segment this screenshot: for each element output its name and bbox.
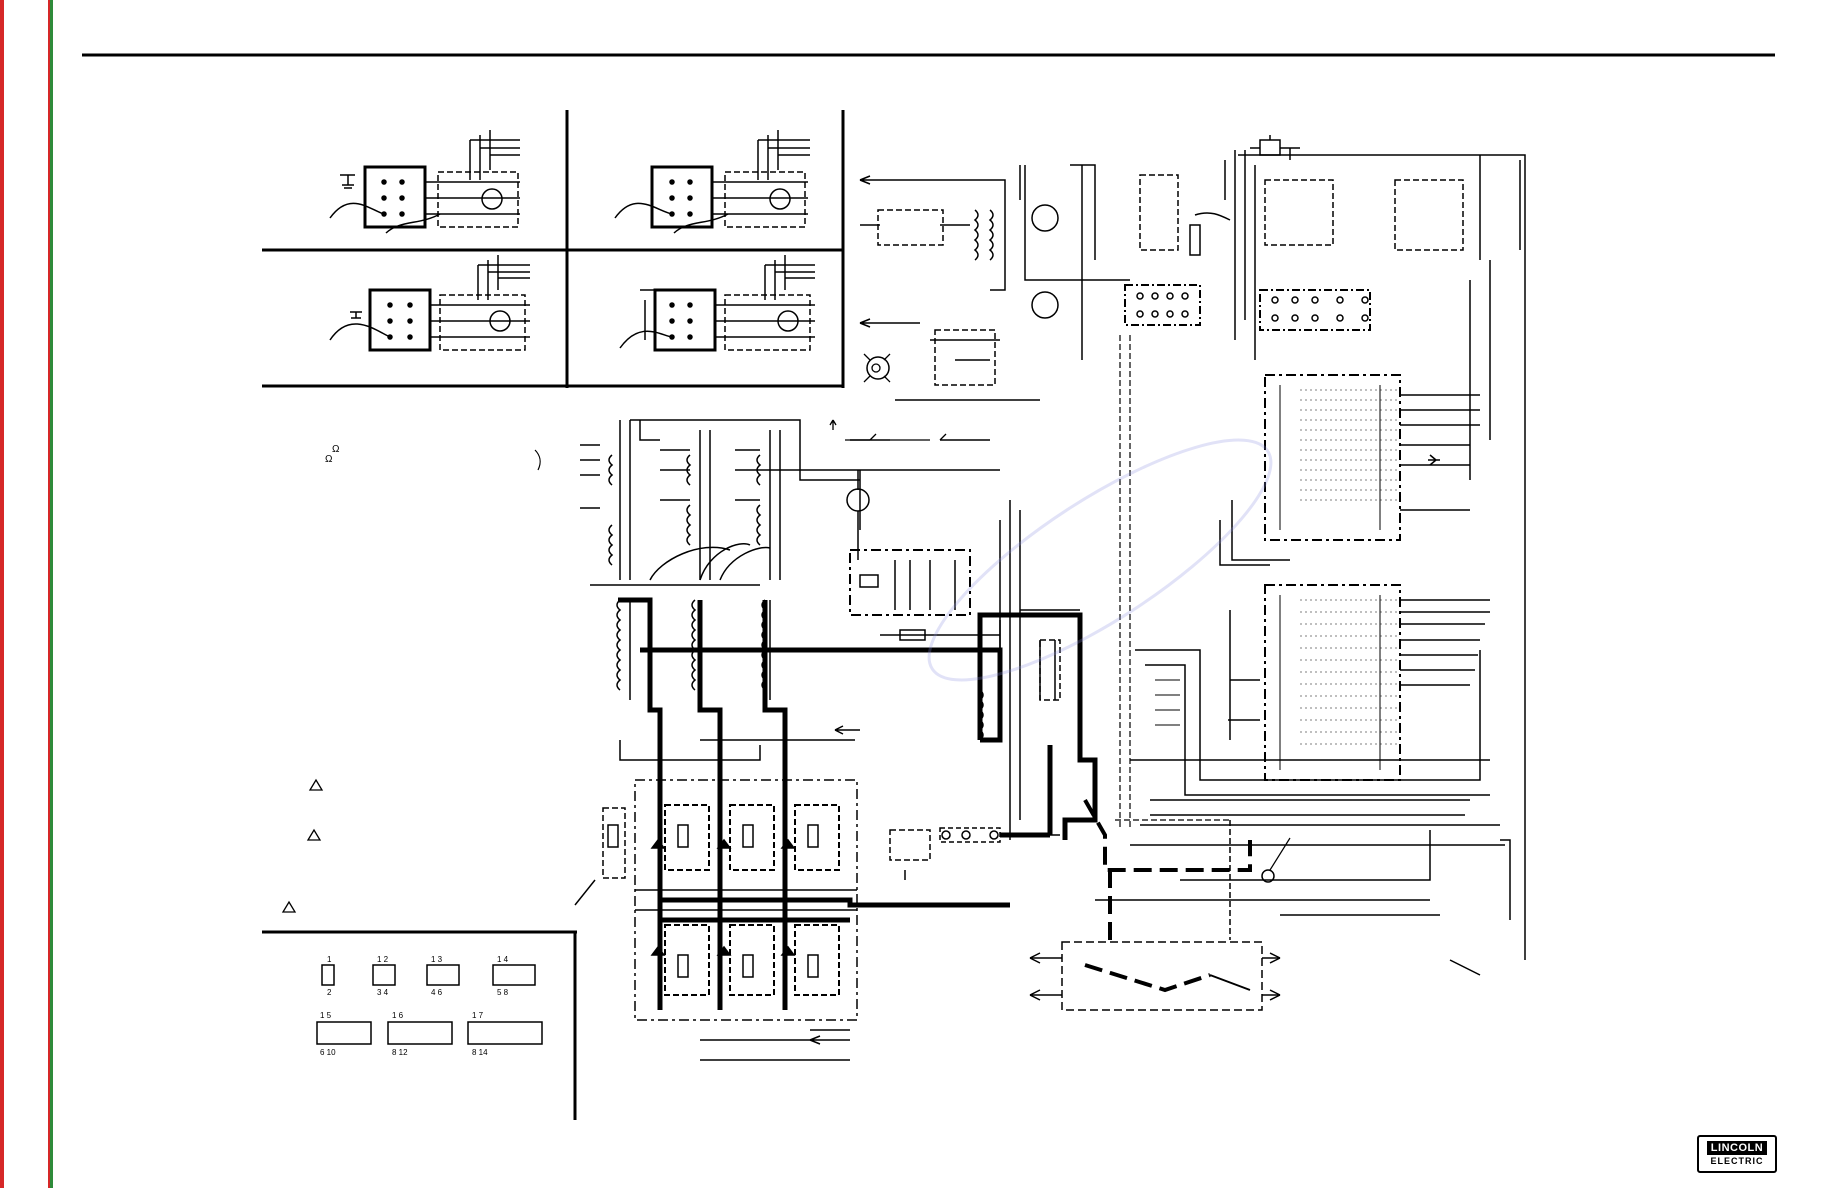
pin-10-top: 1 5: [320, 1011, 332, 1020]
ohm-symbol-1: Ω: [332, 444, 340, 455]
logo-bottom-text: ELECTRIC: [1710, 1156, 1764, 1166]
logo-top-text: LINCOLN: [1706, 1141, 1768, 1155]
lincoln-electric-logo: LINCOLN ELECTRIC: [1697, 1135, 1777, 1173]
pin-6-top: 1 3: [431, 955, 443, 964]
pin-legend-box: [262, 930, 577, 1120]
ohm-symbol-2: Ω: [325, 454, 333, 465]
misc-lamps: [829, 353, 947, 441]
pin-12-bottom: 8 12: [392, 1048, 408, 1057]
left-green-strip: [50, 0, 53, 1188]
transformers: [580, 419, 861, 700]
connection-panels: [262, 110, 845, 388]
pin-2-bottom: 2: [327, 988, 332, 997]
left-white-gap: [4, 0, 50, 1188]
pin-4-bottom: 3 4: [377, 988, 389, 997]
pin-8-top: 1 4: [497, 955, 509, 964]
pin-14-bottom: 8 14: [472, 1048, 488, 1057]
control-section: [760, 165, 1130, 880]
panel-3: [329, 255, 530, 352]
watermark: [927, 438, 1273, 682]
pin-14-top: 1 7: [472, 1011, 484, 1020]
panel-2: [614, 130, 810, 234]
pin-4-top: 1 2: [377, 955, 389, 964]
delta-notes: [281, 778, 324, 913]
output-cables: [1029, 335, 1291, 1011]
panel-1: [329, 130, 520, 234]
pin-12-top: 1 6: [392, 1011, 404, 1020]
pin-10-bottom: 6 10: [320, 1048, 336, 1057]
pin-legend-labels: 1 2 1 2 3 4 1 3 4 6 1 4 5 8 1 5 6 10 1 6…: [320, 955, 509, 1057]
pin-8-bottom: 5 8: [497, 988, 509, 997]
pin-6-bottom: 4 6: [431, 988, 443, 997]
pin-2-top: 1: [327, 955, 332, 964]
left-red-strip: [0, 0, 4, 1188]
right-section: [1070, 135, 1526, 976]
panel-4: [619, 255, 815, 352]
power-paths: [618, 597, 1098, 1010]
scr-bridge: [574, 725, 860, 1061]
